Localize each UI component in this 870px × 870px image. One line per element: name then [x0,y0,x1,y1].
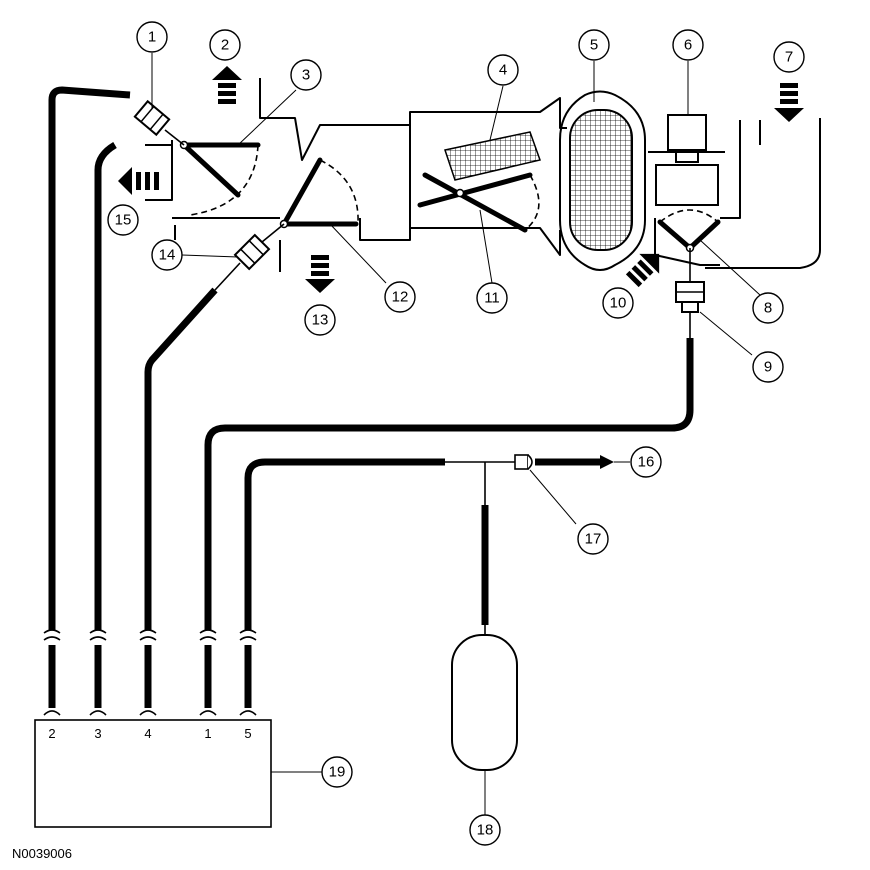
callout-12: 12 [384,281,416,313]
vacuum-motor-9 [675,248,705,313]
svg-text:4: 4 [499,62,507,79]
recirc-actuator [648,114,725,206]
airflow-arrow-in-top [774,83,804,122]
svg-text:19: 19 [329,764,346,781]
svg-text:17: 17 [585,531,602,548]
callout-17: 17 [577,523,609,555]
svg-text:11: 11 [484,290,500,307]
callout-14: 14 [151,239,183,271]
svg-text:16: 16 [638,454,655,471]
airflow-arrow-up [212,66,242,104]
svg-text:7: 7 [785,49,793,66]
vacuum-reservoir [451,625,518,815]
callout-4: 4 [487,54,519,86]
svg-text:14: 14 [159,247,176,264]
airflow-arrow-down [305,255,335,293]
door-8 [657,209,721,253]
check-valve [514,454,533,470]
heater-core [444,131,541,181]
vacuum-motor-1 [133,99,185,146]
evaporator-core [559,90,646,271]
svg-text:18: 18 [477,822,494,839]
callout-11: 11 [476,282,508,314]
callout-8: 8 [752,292,784,324]
svg-text:9: 9 [764,359,772,376]
pin-label: 2 [48,726,55,741]
callout-19: 19 [321,756,353,788]
airflow-arrow-in-diagonal [625,253,660,288]
door-3 [179,140,261,216]
svg-text:2: 2 [221,37,229,54]
door-12 [279,157,359,229]
pin-label: 1 [204,726,211,741]
callout-6: 6 [672,29,704,61]
pin-label: 3 [94,726,101,741]
svg-text:12: 12 [392,289,409,306]
pin-label: 5 [244,726,251,741]
svg-text:10: 10 [610,295,627,312]
callout-5: 5 [578,29,610,61]
callout-7: 7 [773,41,805,73]
vacuum-motor-14 [233,223,285,271]
svg-text:5: 5 [590,37,598,54]
callout-3: 3 [290,59,322,91]
figure-id: N0039006 [12,846,72,861]
svg-text:13: 13 [312,312,329,329]
svg-text:3: 3 [302,67,310,84]
callout-10: 10 [602,287,634,319]
door-11 [417,172,540,233]
svg-text:8: 8 [764,300,772,317]
callout-2: 2 [209,29,241,61]
callout-15: 15 [107,204,139,236]
airflow-arrow-left [118,167,159,195]
callout-1: 1 [136,21,168,53]
callout-13: 13 [304,304,336,336]
leader-lines [151,53,761,525]
svg-text:6: 6 [684,37,692,54]
callout-18: 18 [469,814,501,846]
pin-label: 4 [144,726,151,741]
callout-16: 16 [630,446,662,478]
svg-text:1: 1 [148,29,156,46]
hose-connectors [43,629,257,716]
control-assembly: 2 3 4 1 5 [34,719,322,828]
svg-text:15: 15 [115,212,132,229]
vacuum-hoses [48,86,694,630]
callout-9: 9 [752,351,784,383]
